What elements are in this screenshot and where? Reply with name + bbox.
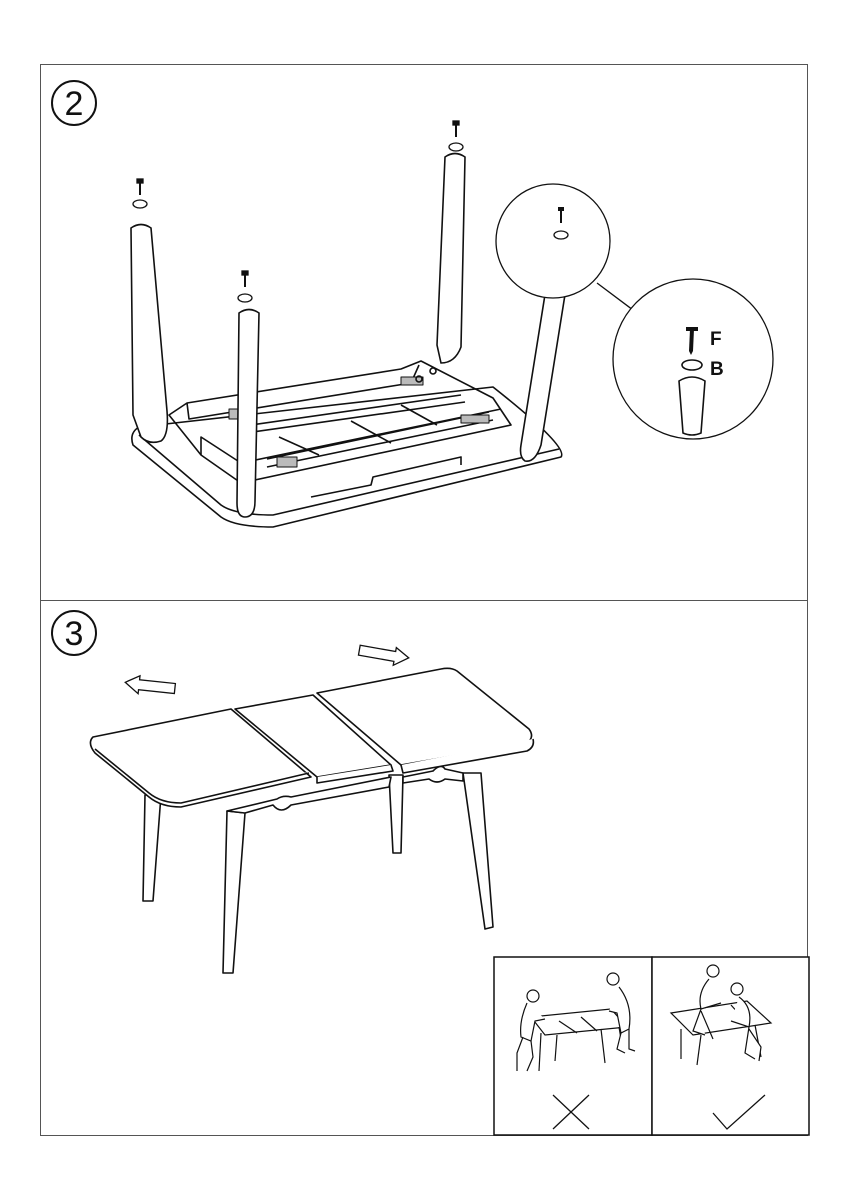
step-3-illustration: 3 <box>51 610 810 1136</box>
carry-comparison <box>493 956 810 1136</box>
part-label-b: B <box>710 359 724 380</box>
screw-icon <box>452 120 460 137</box>
carry-incorrect-box <box>493 956 653 1136</box>
washer-icon <box>681 359 703 371</box>
extending-table <box>89 667 535 974</box>
screw-icon <box>241 270 249 287</box>
detail-callout-large: F B <box>612 278 774 440</box>
step-2-badge: 2 <box>51 80 97 126</box>
step-2-number: 2 <box>65 85 84 123</box>
arrow-left-icon <box>124 674 177 696</box>
washer-icon <box>448 142 464 152</box>
carry-correct-box <box>651 956 810 1136</box>
step-3-number: 3 <box>65 615 84 653</box>
washer-icon <box>237 293 253 303</box>
washer-icon <box>132 199 148 209</box>
screw-icon <box>686 327 698 355</box>
detail-callout-small <box>495 183 611 299</box>
table-legs <box>130 152 572 518</box>
arrow-right-icon <box>357 644 410 667</box>
table-top-underside <box>131 360 563 528</box>
check-icon <box>712 1094 766 1130</box>
leg-fasteners <box>132 120 464 303</box>
step-2-panel: 2 <box>40 64 808 601</box>
screw-icon <box>136 178 144 195</box>
part-label-f: F <box>710 329 722 350</box>
step-2-illustration: 2 <box>51 80 774 528</box>
cross-icon <box>552 1094 590 1130</box>
callout-connector <box>596 282 638 314</box>
step-3-panel: 3 <box>40 600 810 1136</box>
step-3-badge: 3 <box>51 610 97 656</box>
